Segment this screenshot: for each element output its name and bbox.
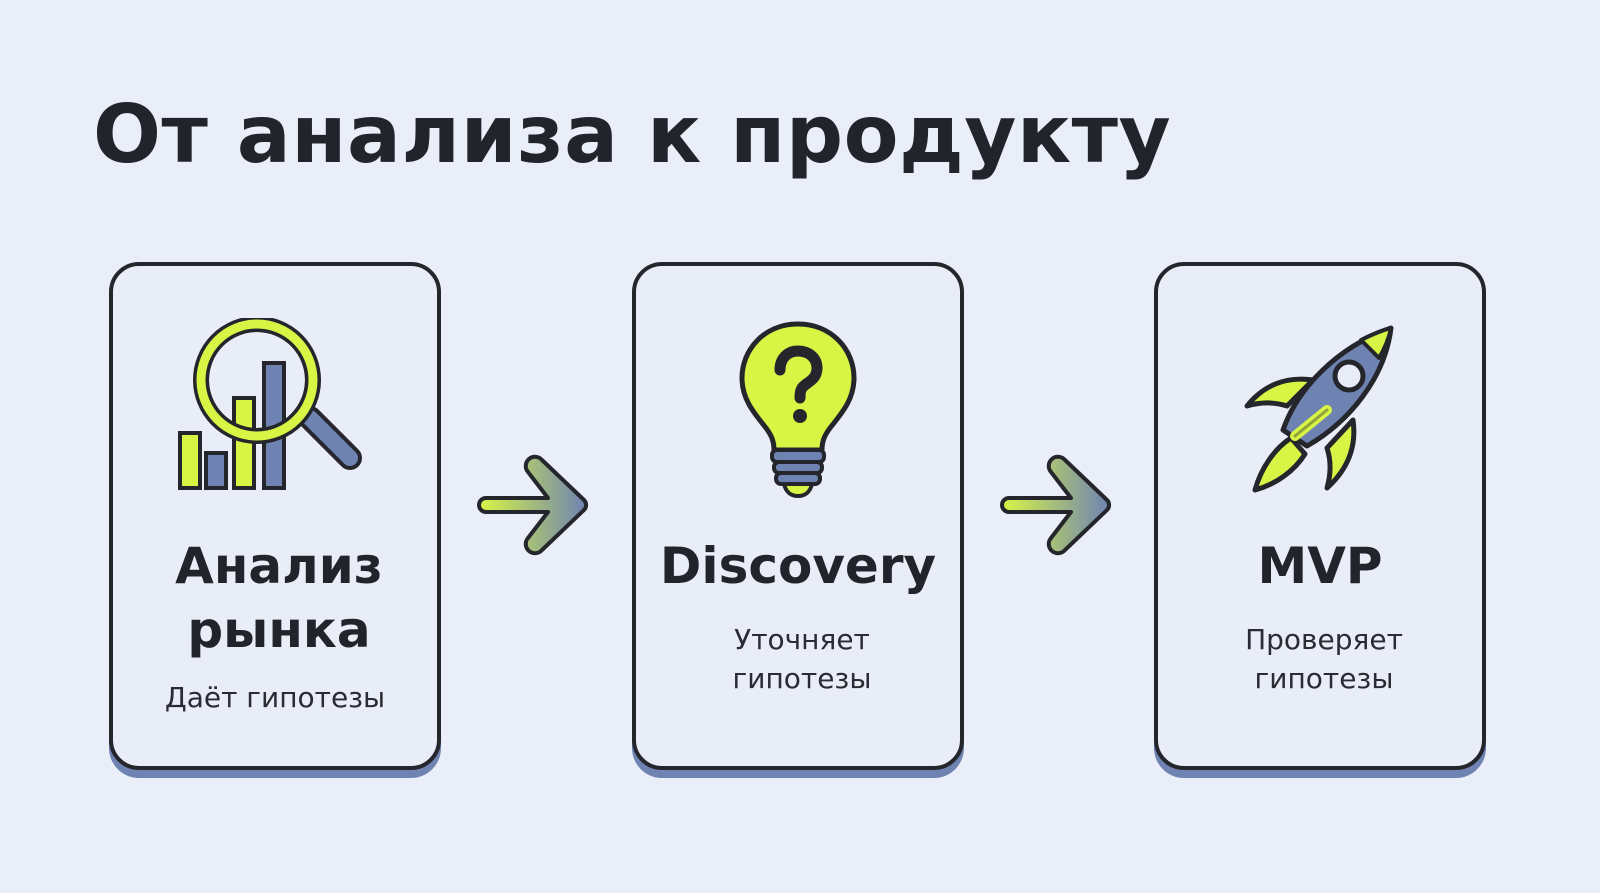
step-card-market-analysis: Анализ рынка Даёт гипотезы <box>109 262 441 770</box>
arrow-right-icon <box>477 454 589 556</box>
step-subtitle: Проверяет гипотезы <box>1245 623 1403 695</box>
step-subtitle: Даёт гипотезы <box>164 681 386 714</box>
step-title: Анализ рынка <box>175 537 383 659</box>
arrow-right-icon <box>1000 454 1112 556</box>
step-title: MVP <box>1257 537 1383 595</box>
step-card-discovery: Discovery Уточняет гипотезы <box>632 262 964 770</box>
magnifier-chart-icon <box>178 318 362 490</box>
step-title: Discovery <box>659 537 937 595</box>
step-subtitle: Уточняет гипотезы <box>732 623 872 695</box>
rocket-icon <box>1244 325 1394 493</box>
lightbulb-question-icon <box>739 321 857 498</box>
page-title: От анализа к продукту <box>93 88 1172 181</box>
step-card-mvp: MVP Проверяет гипотезы <box>1154 262 1486 770</box>
